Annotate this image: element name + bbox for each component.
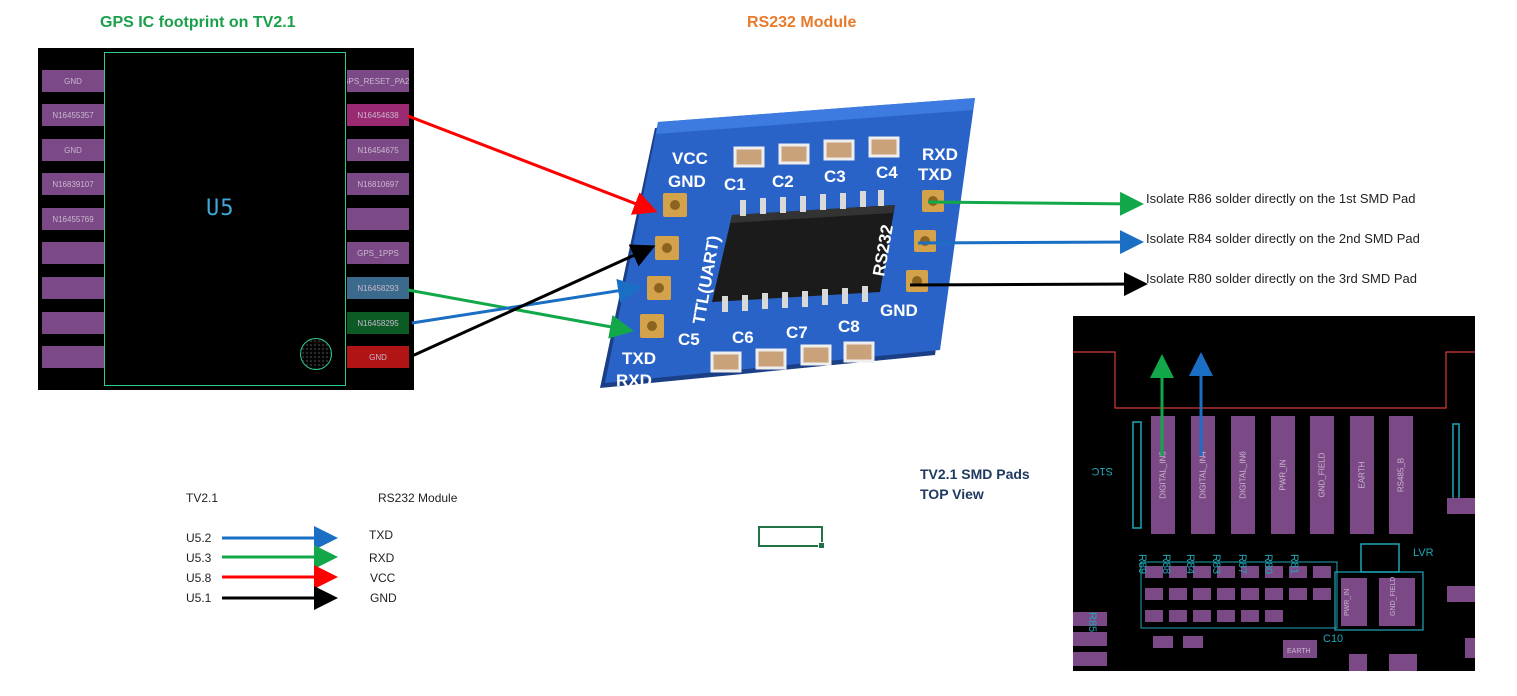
footprint-right-pad: N16810697	[347, 173, 409, 195]
smd-pcb-view: S1C R89 R88 R84 R83 R87 R80 R81 LVR R85 …	[1073, 316, 1475, 671]
footprint-right-pad: N16454638	[347, 104, 409, 126]
legend-from-2: U5.3	[186, 551, 212, 565]
bottom-capacitors	[710, 341, 875, 373]
silk-c5: C5	[678, 330, 700, 349]
legend-from-1: U5.2	[186, 531, 212, 545]
legend-header-tv21: TV2.1	[186, 491, 219, 505]
smd-pad: EARTH	[1350, 416, 1374, 534]
footprint-right-pad	[347, 208, 409, 230]
silk-txd-top: TXD	[918, 165, 952, 184]
footprint-right-pad: N16454675	[347, 139, 409, 161]
legend-to-4: GND	[370, 591, 397, 605]
chip-pins	[722, 190, 884, 312]
legend-from-4: U5.1	[186, 591, 212, 605]
footprint-left-pad: N16455357	[42, 104, 104, 126]
arrow-gnd	[411, 244, 656, 358]
arrow-note-r86	[927, 191, 1144, 216]
silk-r89: R89	[1136, 554, 1148, 574]
legend-header-rs232: RS232 Module	[378, 491, 458, 505]
silk-r84: R84	[1184, 554, 1196, 574]
silk-txd-bottom: TXD	[622, 349, 656, 368]
arrow-vcc	[407, 114, 658, 215]
silk-r87: R87	[1236, 554, 1248, 574]
smd-pads-title: TV2.1 SMD Pads TOP View	[920, 464, 1030, 504]
max232-chip	[712, 205, 895, 302]
silk-c2: C2	[772, 172, 794, 191]
silk-c6: C6	[732, 328, 754, 347]
smd-pad: DIGITAL_IN6	[1231, 416, 1255, 534]
smd-pad: DIGITAL_IN4	[1191, 416, 1215, 534]
silk-r83: R83	[1210, 554, 1222, 574]
ttl-header-pads	[640, 193, 687, 338]
ic-body-outline	[104, 52, 346, 386]
top-capacitors	[733, 136, 900, 168]
selected-cell[interactable]	[758, 526, 825, 549]
smd-pad: RS485_B	[1389, 416, 1413, 534]
footprint-right-pad: GPS_1PPS	[347, 242, 409, 264]
smd-pad: GND_FIELD	[1310, 416, 1334, 534]
note-r80: Isolate R80 solder directly on the 3rd S…	[1146, 271, 1417, 286]
silk-c1: C1	[724, 175, 746, 194]
legend-from-3: U5.8	[186, 571, 212, 585]
silk-c7: C7	[786, 323, 808, 342]
smd-pcb-graphic: S1C R89 R88 R84 R83 R87 R80 R81 LVR R85 …	[1073, 351, 1475, 671]
silk-rxd-bottom: RXD	[616, 371, 652, 390]
footprint-left-pad: N16839107	[42, 173, 104, 195]
gps-footprint-title: GPS IC footprint on TV2.1	[100, 14, 296, 31]
footprint-right-pad: GND	[347, 346, 409, 368]
silk-pwr-in-small: PWR_IN	[1344, 589, 1351, 616]
silk-r81: R81	[1288, 554, 1300, 574]
footprint-left-pad	[42, 242, 104, 264]
silk-rxd-top: RXD	[922, 145, 958, 164]
silk-gnd-bottom: GND	[880, 301, 918, 320]
rs232-module-board: VCC GND C1 C2 C3 C4 RXD TXD TTL(UART) RS…	[600, 98, 975, 390]
legend-to-3: VCC	[370, 571, 396, 585]
silk-r85: R85	[1086, 612, 1098, 632]
silk-vcc: VCC	[672, 149, 708, 168]
footprint-right-pad: N16458293	[347, 277, 409, 299]
silk-lvr: LVR	[1413, 547, 1434, 559]
legend-to-2: RXD	[369, 551, 395, 565]
silk-c4: C4	[876, 163, 898, 182]
footprint-right-pad: N16458295	[347, 312, 409, 334]
footprint-right-pad: GPS_RESET_PA21	[347, 70, 409, 92]
silk-c8: C8	[838, 317, 860, 336]
silk-gnd-field-small: GND_FIELD	[1390, 577, 1397, 616]
silk-gnd-top: GND	[668, 172, 706, 191]
arrow-rxd	[407, 288, 634, 339]
pin1-marker	[300, 338, 332, 370]
silk-r88: R88	[1160, 554, 1172, 574]
silk-s1c: S1C	[1092, 465, 1113, 477]
silk-c3: C3	[824, 167, 846, 186]
footprint-left-pad: GND	[42, 139, 104, 161]
note-r86: Isolate R86 solder directly on the 1st S…	[1146, 191, 1416, 206]
silk-r80: R80	[1262, 554, 1274, 574]
rs232-module-title: RS232 Module	[747, 14, 857, 31]
arrow-note-r80	[909, 272, 1148, 297]
smd-arrows	[1150, 352, 1213, 456]
silk-c10: C10	[1323, 633, 1343, 645]
smd-pads-title-line2: TOP View	[920, 486, 984, 502]
footprint-left-pad: N16455769	[42, 208, 104, 230]
footprint-left-pad	[42, 277, 104, 299]
footprint-left-pad: GND	[42, 70, 104, 92]
legend-to-1: TXD	[369, 528, 393, 542]
footprint-left-pad	[42, 346, 104, 368]
silk-earth-small: EARTH	[1287, 648, 1311, 655]
ic-reference-designator: U5	[206, 196, 235, 221]
smd-pad: PWR_IN	[1271, 416, 1295, 534]
arrow-note-r84	[917, 230, 1144, 255]
note-r84: Isolate R84 solder directly on the 2nd S…	[1146, 231, 1420, 246]
footprint-left-pad	[42, 312, 104, 334]
smd-pads-title-line1: TV2.1 SMD Pads	[920, 466, 1030, 482]
cell-fill-handle[interactable]	[818, 542, 825, 549]
